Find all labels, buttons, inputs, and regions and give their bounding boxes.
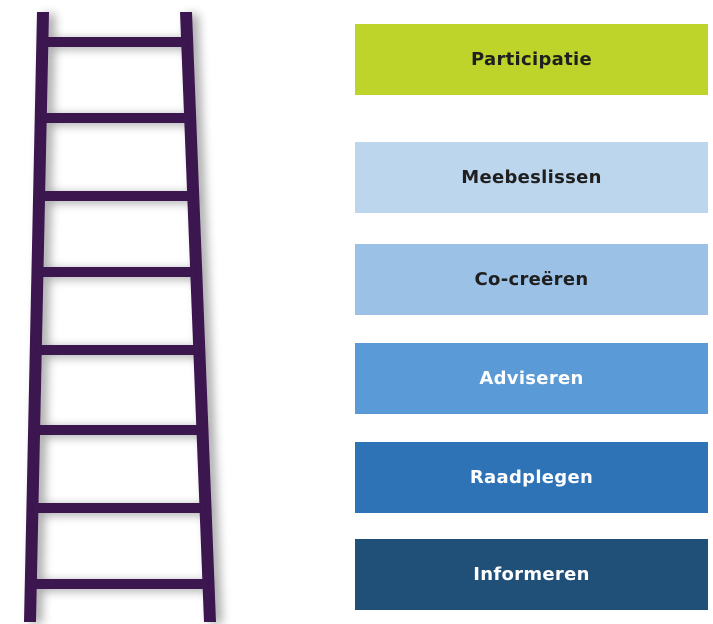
level-label-informeren: Informeren	[473, 564, 590, 585]
ladder-rung	[32, 503, 206, 513]
ladder-rung	[42, 37, 188, 47]
level-adviseren: Adviseren	[355, 343, 708, 414]
ladder-rung	[35, 345, 200, 355]
ladder-icon	[24, 12, 216, 622]
level-meebeslissen: Meebeslissen	[355, 142, 708, 213]
ladder-rung	[34, 425, 203, 435]
level-co-creeren: Co-creëren	[355, 244, 708, 315]
ladder-rung	[39, 191, 194, 201]
level-label-meebeslissen: Meebeslissen	[461, 167, 602, 188]
level-raadplegen: Raadplegen	[355, 442, 708, 513]
level-label-co-creeren: Co-creëren	[474, 269, 589, 290]
ladder-rung	[37, 267, 197, 277]
ladder-left-rail	[24, 12, 49, 622]
ladder-rung	[30, 579, 209, 589]
ladder-illustration	[0, 0, 260, 624]
ladder-rung	[40, 113, 191, 123]
level-informeren: Informeren	[355, 539, 708, 610]
level-label-adviseren: Adviseren	[479, 368, 584, 389]
level-label-participatie: Participatie	[471, 49, 592, 70]
ladder-right-rail	[180, 12, 216, 622]
level-label-raadplegen: Raadplegen	[469, 467, 594, 488]
level-participatie: Participatie	[355, 24, 708, 95]
